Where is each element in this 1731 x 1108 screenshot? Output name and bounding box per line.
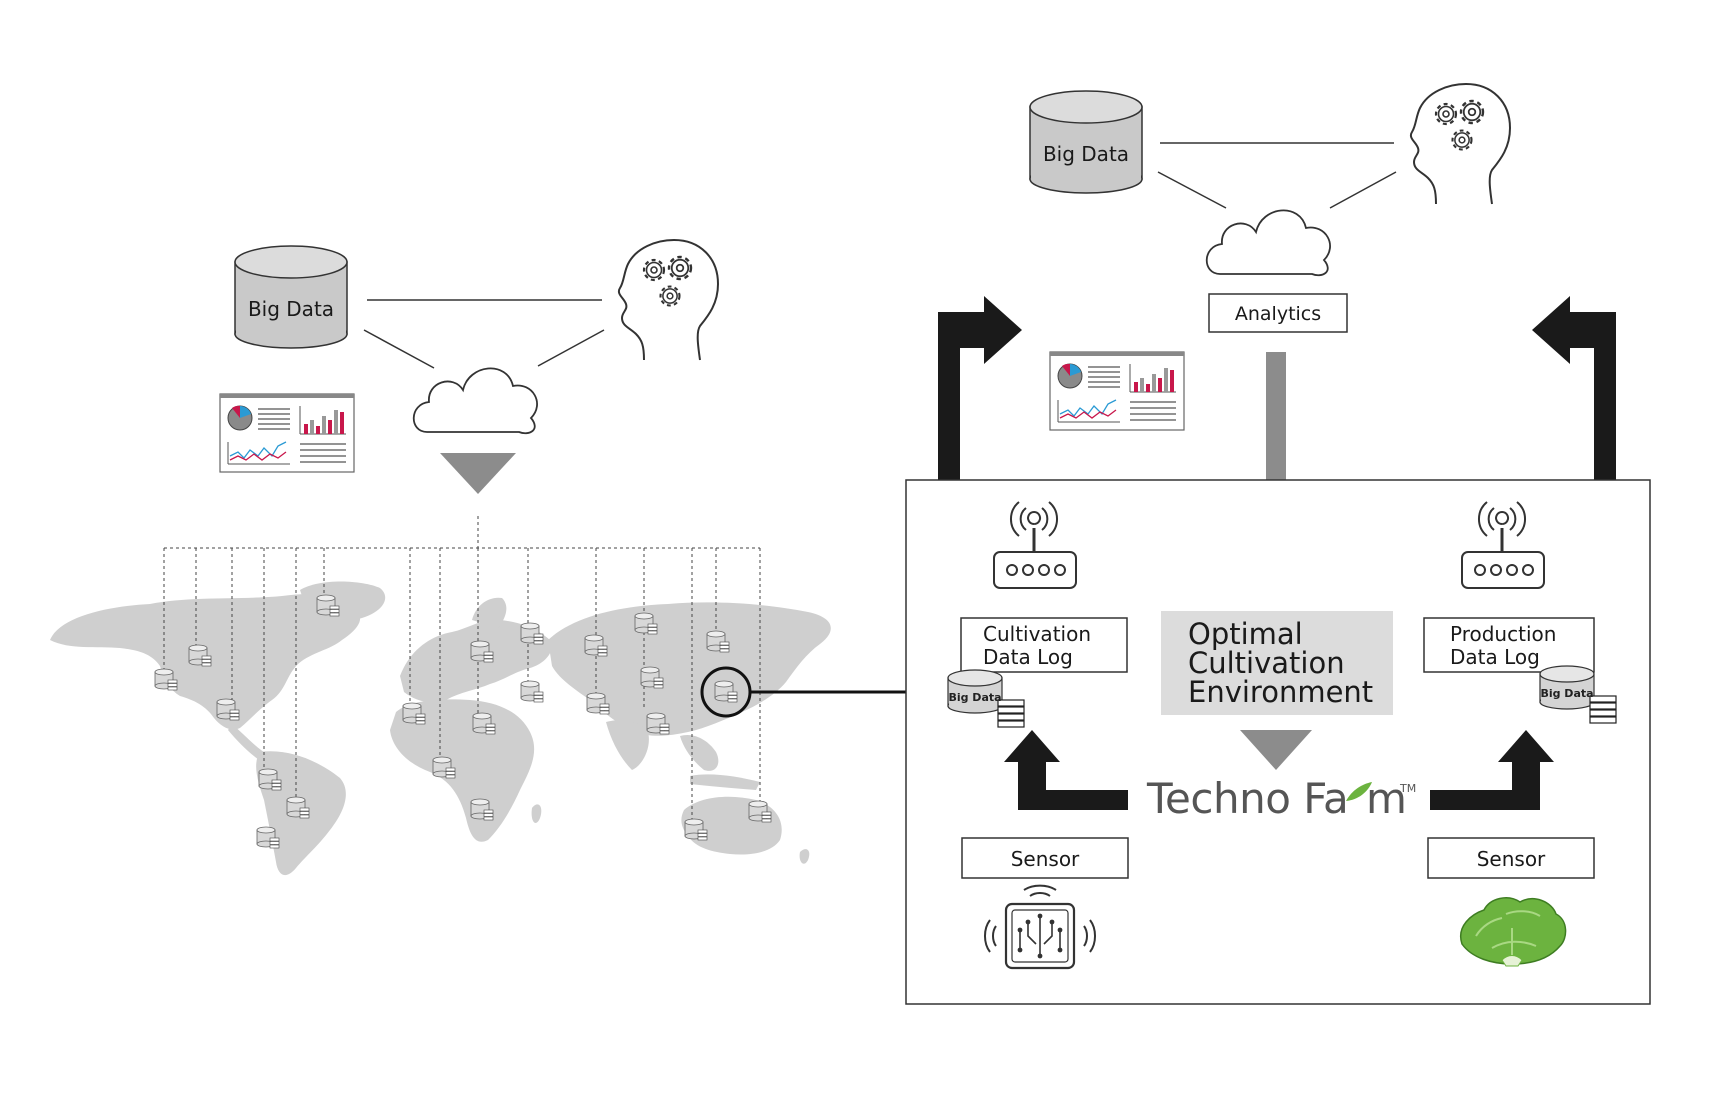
connector-line	[363, 329, 435, 369]
techno-farm-logo: Techno Fa m TM	[1146, 774, 1416, 823]
down-arrow	[440, 453, 516, 494]
production-log-line2: Data Log	[1450, 645, 1540, 669]
optimal-line1: Optimal	[1188, 617, 1303, 651]
brand-text: Techno Fa	[1146, 774, 1348, 823]
optimal-environment-box	[1161, 611, 1393, 715]
big-data-label: Big Data	[1043, 142, 1129, 166]
gray-down-arrow	[1240, 730, 1312, 770]
mini-database-icon	[947, 669, 1025, 728]
cultivation-data-log-box	[960, 617, 1128, 673]
database-icon	[1029, 90, 1143, 194]
brand-text-tail: m	[1366, 774, 1407, 823]
mini-big-data-label: Big Data	[1540, 687, 1593, 700]
leaf-icon	[1346, 782, 1372, 801]
analytics-label: Analytics	[1235, 303, 1321, 325]
techno-farm-panel: Cultivation Data Log Big Data Production…	[905, 479, 1651, 1005]
production-data-log-box	[1423, 617, 1595, 673]
cultivation-log-line2: Data Log	[983, 645, 1073, 669]
analytics-box	[1208, 293, 1348, 333]
cloud-icon	[412, 367, 538, 435]
chip-sensor-icon	[983, 884, 1097, 970]
dashboard-icon	[219, 393, 355, 473]
feedback-arrow-right	[1532, 296, 1616, 480]
sensor-label-right: Sensor	[1477, 847, 1546, 871]
cloud-icon	[1205, 209, 1331, 277]
bent-arrow-left	[1004, 730, 1128, 810]
lettuce-icon	[1459, 897, 1567, 967]
cultivation-log-line1: Cultivation	[983, 622, 1091, 646]
production-log-line1: Production	[1450, 622, 1556, 646]
sensor-label-left: Sensor	[1011, 847, 1080, 871]
sensor-box-right	[1427, 837, 1595, 879]
big-data-label: Big Data	[248, 297, 334, 321]
sensor-box-left	[961, 837, 1129, 879]
world-map	[50, 516, 906, 876]
mini-big-data-label: Big Data	[948, 691, 1001, 704]
feedback-arrow-left	[938, 296, 1022, 480]
connector-line	[1157, 171, 1227, 209]
optimal-line3: Environment	[1188, 675, 1373, 709]
optimal-line2: Cultivation	[1188, 646, 1345, 680]
right-big-data-cluster: Big Data Analytics	[1029, 84, 1510, 600]
connector-line	[1329, 171, 1397, 209]
brain-gears-icon	[1411, 84, 1510, 204]
dashboard-icon	[1049, 351, 1185, 431]
mini-database-icon	[1539, 665, 1617, 724]
bent-arrow-right	[1430, 730, 1554, 810]
connector-line	[537, 329, 605, 367]
left-big-data-cluster: Big Data	[219, 240, 718, 494]
trademark-symbol: TM	[1399, 782, 1416, 795]
brain-gears-icon	[619, 240, 718, 360]
database-icon	[234, 245, 348, 349]
